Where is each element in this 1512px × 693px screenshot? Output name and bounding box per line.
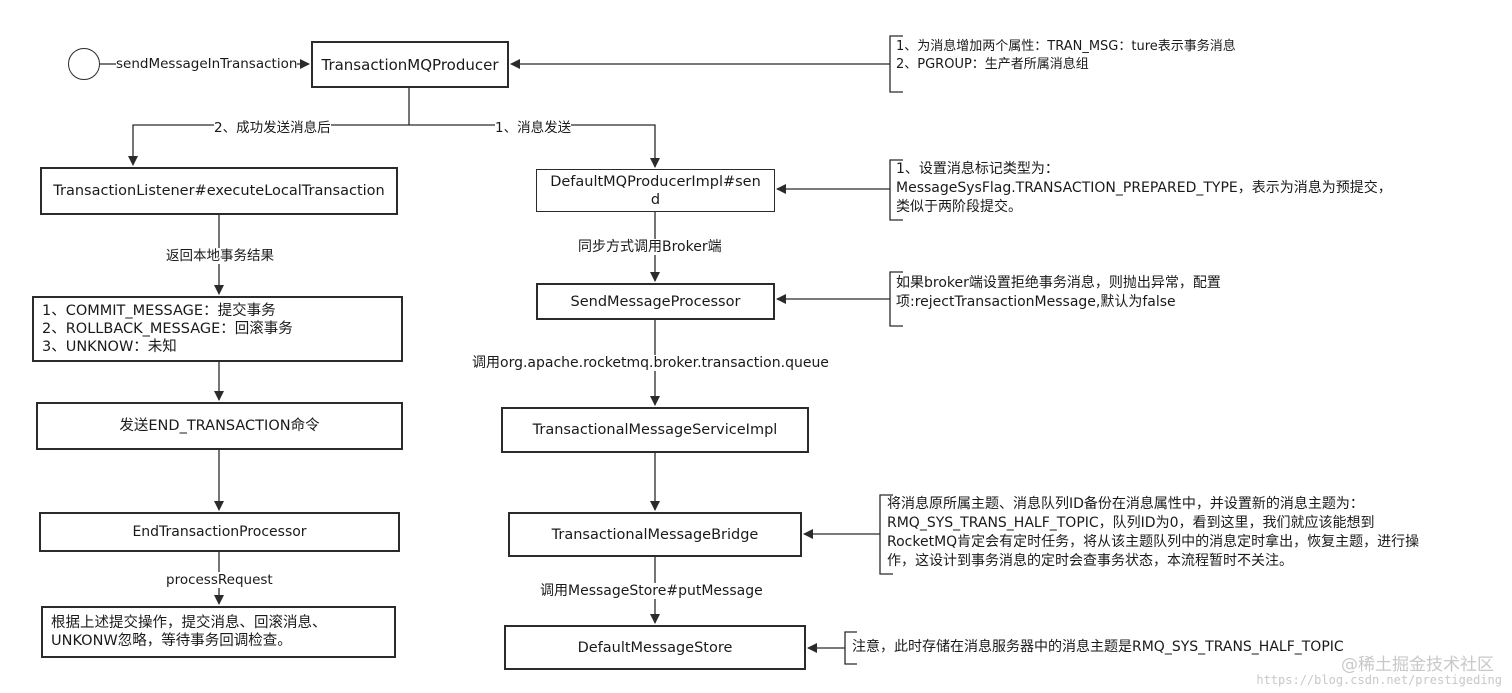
start-node (68, 48, 100, 80)
node-producer: TransactionMQProducer (311, 41, 509, 88)
node-default-message-store: DefaultMessageStore (504, 625, 806, 670)
bracket-store-note (844, 631, 857, 665)
note-impl-send-line-2: MessageSysFlag.TRANSACTION_PREPARED_TYPE… (896, 180, 1392, 196)
note-bridge-line-4: 作，这设计到事务消息的定时会查事务状态，本流程暂时不关注。 (887, 553, 1293, 569)
note-bridge-line-3: RocketMQ肯定会有定时任务，将从该主题队列中的消息定时拿出，恢复主题，进行… (887, 534, 1420, 550)
note-send-processor-line-1: 如果broker端设置拒绝事务消息，则抛出异常，配置 (896, 275, 1221, 291)
note-producer-line-1: 1、为消息增加两个属性：TRAN_MSG：ture表示事务消息 (896, 39, 1236, 54)
result-commit: 1、COMMIT_MESSAGE：提交事务 (42, 303, 276, 319)
note-bridge: 将消息原所属主题、消息队列ID备份在消息属性中，并设置新的消息主题为： RMQ_… (887, 495, 1419, 571)
bracket-sendproc-note (889, 271, 903, 327)
node-end-transaction-processor: EndTransactionProcessor (39, 512, 400, 552)
label-sync-call: 同步方式调用Broker端 (578, 239, 722, 255)
label-success: 2、成功发送消息后 (214, 120, 331, 136)
note-bridge-line-2: RMQ_SYS_TRANS_HALF_TOPIC，队列ID为0，看到这里，我们就… (887, 515, 1375, 531)
label-send: 1、消息发送 (495, 120, 572, 136)
node-send-end-transaction: 发送END_TRANSACTION命令 (36, 402, 403, 450)
note-send-processor-line-2: 项:rejectTransactionMessage,默认为false (896, 294, 1176, 310)
label-return-result: 返回本地事务结果 (166, 248, 274, 264)
label-put-message: 调用MessageStore#putMessage (540, 583, 763, 599)
node-send-message-processor: SendMessageProcessor (536, 283, 775, 320)
result-unknow: 3、UNKNOW：未知 (42, 339, 177, 355)
note-producer: 1、为消息增加两个属性：TRAN_MSG：ture表示事务消息 2、PGROUP… (896, 38, 1236, 74)
impl-send-line-2: d (650, 191, 661, 208)
impl-send-line-1: DefaultMQProducerImpl#sen (550, 173, 761, 190)
node-impl-send: DefaultMQProducerImpl#sen d (536, 169, 775, 212)
note-send-processor: 如果broker端设置拒绝事务消息，则抛出异常，配置 项:rejectTrans… (896, 274, 1221, 312)
node-message-bridge: TransactionalMessageBridge (508, 512, 802, 557)
node-service-impl: TransactionalMessageServiceImpl (501, 407, 809, 453)
bracket-implsend-note (889, 159, 903, 221)
label-process-request: processRequest (166, 572, 273, 588)
final-note-line-1: 根据上述提交操作，提交消息、回滚消息、 (51, 615, 327, 631)
note-impl-send: 1、设置消息标记类型为： MessageSysFlag.TRANSACTION_… (896, 160, 1392, 217)
label-call-queue: 调用org.apache.rocketmq.broker.transaction… (472, 355, 829, 371)
note-bridge-line-1: 将消息原所属主题、消息队列ID备份在消息属性中，并设置新的消息主题为： (887, 496, 1364, 512)
result-rollback: 2、ROLLBACK_MESSAGE：回滚事务 (42, 321, 293, 337)
watermark-brand: @稀土掘金技术社区 (1341, 655, 1494, 675)
label-send-message-in-transaction: sendMessageInTransaction (116, 56, 298, 72)
node-final-note: 根据上述提交操作，提交消息、回滚消息、 UNKONW忽略，等待事务回调检查。 (41, 606, 396, 658)
node-results: 1、COMMIT_MESSAGE：提交事务 2、ROLLBACK_MESSAGE… (32, 296, 403, 362)
note-producer-line-2: 2、PGROUP：生产者所属消息组 (896, 57, 1089, 72)
edge-to-impl-send (409, 124, 660, 168)
final-note-line-2: UNKONW忽略，等待事务回调检查。 (51, 633, 292, 649)
note-impl-send-line-3: 类似于两阶段提交。 (896, 199, 1022, 215)
note-impl-send-line-1: 1、设置消息标记类型为： (896, 161, 1059, 177)
bracket-bridge-note (879, 494, 893, 575)
watermark-url: https://blog.csdn.net/prestigeding (1256, 673, 1502, 687)
bracket-producer-note (889, 35, 903, 93)
note-store: 注意，此时存储在消息服务器中的消息主题是RMQ_SYS_TRANS_HALF_T… (852, 639, 1344, 655)
node-listener: TransactionListener#executeLocalTransact… (40, 167, 398, 215)
